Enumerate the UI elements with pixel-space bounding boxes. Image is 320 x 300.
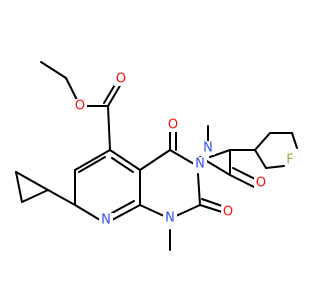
label-bg bbox=[166, 118, 180, 132]
label-bg bbox=[254, 176, 268, 190]
label-bg bbox=[73, 99, 87, 113]
bond-n8-c8a bbox=[111, 204, 141, 221]
label-bg bbox=[114, 72, 128, 86]
bond-cyclopropyl-2 bbox=[15, 171, 23, 203]
label-bg bbox=[163, 211, 177, 225]
atom-labels: O O N N N O O O N F bbox=[73, 72, 294, 228]
bond-amide-c-o bbox=[229, 174, 257, 189]
label-bg bbox=[221, 205, 235, 219]
molecule-diagram: O O N N N O O O N F bbox=[15, 61, 298, 251]
fluorine-label: F bbox=[286, 153, 293, 168]
bond-c5-c6-inner bbox=[78, 156, 106, 173]
bond-ester-c-o-double bbox=[107, 83, 122, 107]
bond-amide-c-o-2 bbox=[232, 167, 258, 181]
amide-nitrogen-label: N bbox=[203, 141, 213, 156]
label-bg bbox=[99, 213, 113, 227]
bond-cyclopropyl-1 bbox=[15, 171, 49, 191]
bond-c7-n8 bbox=[74, 204, 101, 221]
ester-carbonyl-oxygen-label: O bbox=[116, 72, 126, 87]
bond-ar-5 bbox=[265, 165, 285, 169]
bond-c2-o bbox=[199, 204, 223, 213]
bond-n3-c2 bbox=[197, 173, 201, 206]
bond-c4-n3 bbox=[169, 149, 195, 165]
bond-c2-o-2 bbox=[201, 198, 223, 207]
c2-carbonyl-oxygen-label: O bbox=[223, 205, 233, 220]
bond-c5-c6 bbox=[74, 149, 111, 171]
bond-c4a-c5-inner bbox=[111, 157, 134, 173]
bond-c4a-c5 bbox=[109, 149, 141, 171]
bond-n1-c8a bbox=[139, 204, 165, 217]
bond-cyclopropyl-3 bbox=[21, 189, 49, 203]
bond-ethyl-ch3 bbox=[40, 61, 67, 79]
n1-nitrogen-label: N bbox=[165, 211, 175, 226]
bond-c4a-c4 bbox=[139, 149, 171, 171]
bond-ester-c-o-double-2 bbox=[103, 82, 117, 104]
bond-ar-3 bbox=[291, 132, 298, 149]
n3-nitrogen-label: N bbox=[195, 157, 205, 172]
n8-nitrogen-label: N bbox=[101, 213, 111, 228]
bond-ar-4 bbox=[254, 149, 267, 169]
c4-carbonyl-oxygen-label: O bbox=[168, 118, 178, 133]
amide-oxygen-label: O bbox=[256, 176, 266, 191]
bond-ester-c-ring bbox=[107, 105, 111, 151]
fluorophenyl-ring bbox=[254, 132, 298, 169]
bond-n8-c8a-inner bbox=[111, 200, 135, 214]
label-bg bbox=[193, 157, 207, 171]
ester-ether-oxygen-label: O bbox=[75, 99, 85, 114]
bond-ar-1 bbox=[254, 132, 271, 151]
label-bg bbox=[201, 141, 215, 155]
bond-n3-ch2 bbox=[209, 149, 231, 158]
bond-c7-cyclopropyl bbox=[47, 189, 76, 206]
bond-c2-n1 bbox=[175, 204, 201, 217]
